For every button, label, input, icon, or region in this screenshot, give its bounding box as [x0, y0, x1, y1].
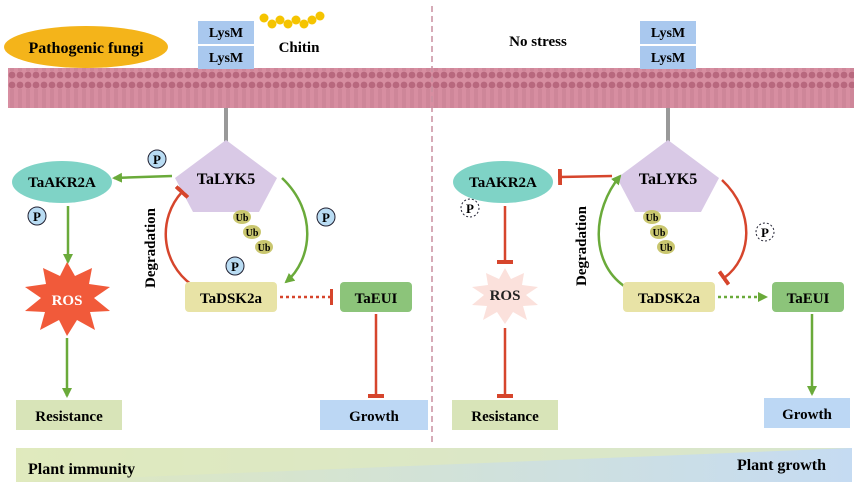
taakr2a-left: [12, 161, 112, 203]
growth-label-left: Growth: [349, 409, 399, 425]
arrow-lyk5-to-akr2a: [112, 172, 173, 183]
receptor-stalk-right: [666, 108, 670, 142]
receptor-stalk-left: [224, 108, 228, 142]
ros-burst-left: [25, 262, 110, 336]
phospho-label: P: [153, 152, 161, 167]
tadsk2a-left: [185, 282, 277, 312]
phospho-badge: [316, 207, 336, 227]
taeui-label-left: TaEUI: [355, 291, 398, 307]
pathogenic-fungi-label: Pathogenic fungi: [28, 40, 144, 57]
inhibit-dsk2a-to-lyk5: [164, 185, 193, 287]
lysm-box-bottom-left: [198, 46, 254, 69]
plant-immunity-label: Plant immunity: [28, 461, 135, 478]
phospho-label: P: [466, 201, 474, 216]
degradation-label-right: Degradation: [574, 205, 590, 286]
lysm-label: LysM: [651, 26, 685, 41]
taakr2a-right: [453, 161, 553, 203]
taakr2a-label-right: TaAKR2A: [469, 175, 537, 191]
talyk5-label-left: TaLYK5: [197, 171, 255, 188]
ub-label: Ub: [653, 228, 666, 239]
ros-label-right: ROS: [490, 288, 521, 304]
resistance-label-left: Resistance: [35, 409, 103, 425]
phospho-label: P: [322, 210, 330, 225]
resistance-label-right: Resistance: [471, 409, 539, 425]
resistance-box-right: [452, 400, 558, 430]
phospho-badge-dashed: [755, 222, 775, 242]
growth-box-left: [320, 400, 428, 430]
phospho-label: P: [231, 259, 239, 274]
lysm-box-top-right: [640, 21, 696, 44]
talyk5-receptor-right: [617, 140, 719, 212]
arrow-dsk2a-to-lyk5: [597, 174, 625, 288]
ub-label: Ub: [236, 213, 249, 224]
lysm-label: LysM: [209, 26, 243, 41]
taeui-right: [772, 282, 844, 312]
ubiquitin-chain-left: Ub Ub Ub: [233, 210, 273, 254]
phospho-badge-dashed: [460, 198, 480, 218]
ub-label: Ub: [646, 213, 659, 224]
tadsk2a-label-right: TaDSK2a: [638, 291, 700, 307]
degradation-label-left: Degradation: [143, 207, 159, 288]
lysm-label: LysM: [651, 51, 685, 66]
tadsk2a-right: [623, 282, 715, 312]
inhibit-lyk5-to-akr2a: [557, 168, 613, 186]
lysm-box-bottom-right: [640, 46, 696, 69]
ros-label-left: ROS: [52, 293, 83, 309]
tadsk2a-label-left: TaDSK2a: [200, 291, 262, 307]
no-stress-label: No stress: [509, 34, 567, 50]
phospho-label: P: [33, 209, 41, 224]
ub-label: Ub: [258, 243, 271, 254]
lysm-box-top-left: [198, 21, 254, 44]
phospho-badge: [147, 149, 167, 169]
taakr2a-label-left: TaAKR2A: [28, 175, 96, 191]
lysm-label: LysM: [209, 51, 243, 66]
talyk5-label-right: TaLYK5: [639, 171, 697, 188]
phospho-label: P: [761, 225, 769, 240]
inhibit-bar: [330, 289, 333, 305]
ubiquitin-chain-right: Ub Ub Ub: [643, 210, 675, 254]
taeui-left: [340, 282, 412, 312]
pathogenic-fungi-shape: [4, 26, 168, 68]
ub-label: Ub: [246, 228, 259, 239]
phospho-badge: [27, 206, 47, 226]
growth-box-right: [764, 398, 850, 428]
taeui-label-right: TaEUI: [787, 291, 830, 307]
chitin-chain-icon: [259, 11, 325, 29]
ros-burst-right: [472, 268, 538, 324]
arrow-lyk5-to-dsk2a: [281, 177, 309, 284]
talyk5-receptor-left: [175, 140, 277, 212]
cell-membrane: [8, 68, 854, 108]
gradient-wedge: [16, 448, 852, 482]
resistance-box-left: [16, 400, 122, 430]
ub-label: Ub: [660, 243, 673, 254]
growth-label-right: Growth: [782, 407, 832, 423]
phospho-badge: [225, 256, 245, 276]
plant-growth-label: Plant growth: [737, 457, 826, 474]
inhibit-lyk5-to-dsk2a: [717, 179, 748, 286]
chitin-label: Chitin: [279, 40, 321, 56]
